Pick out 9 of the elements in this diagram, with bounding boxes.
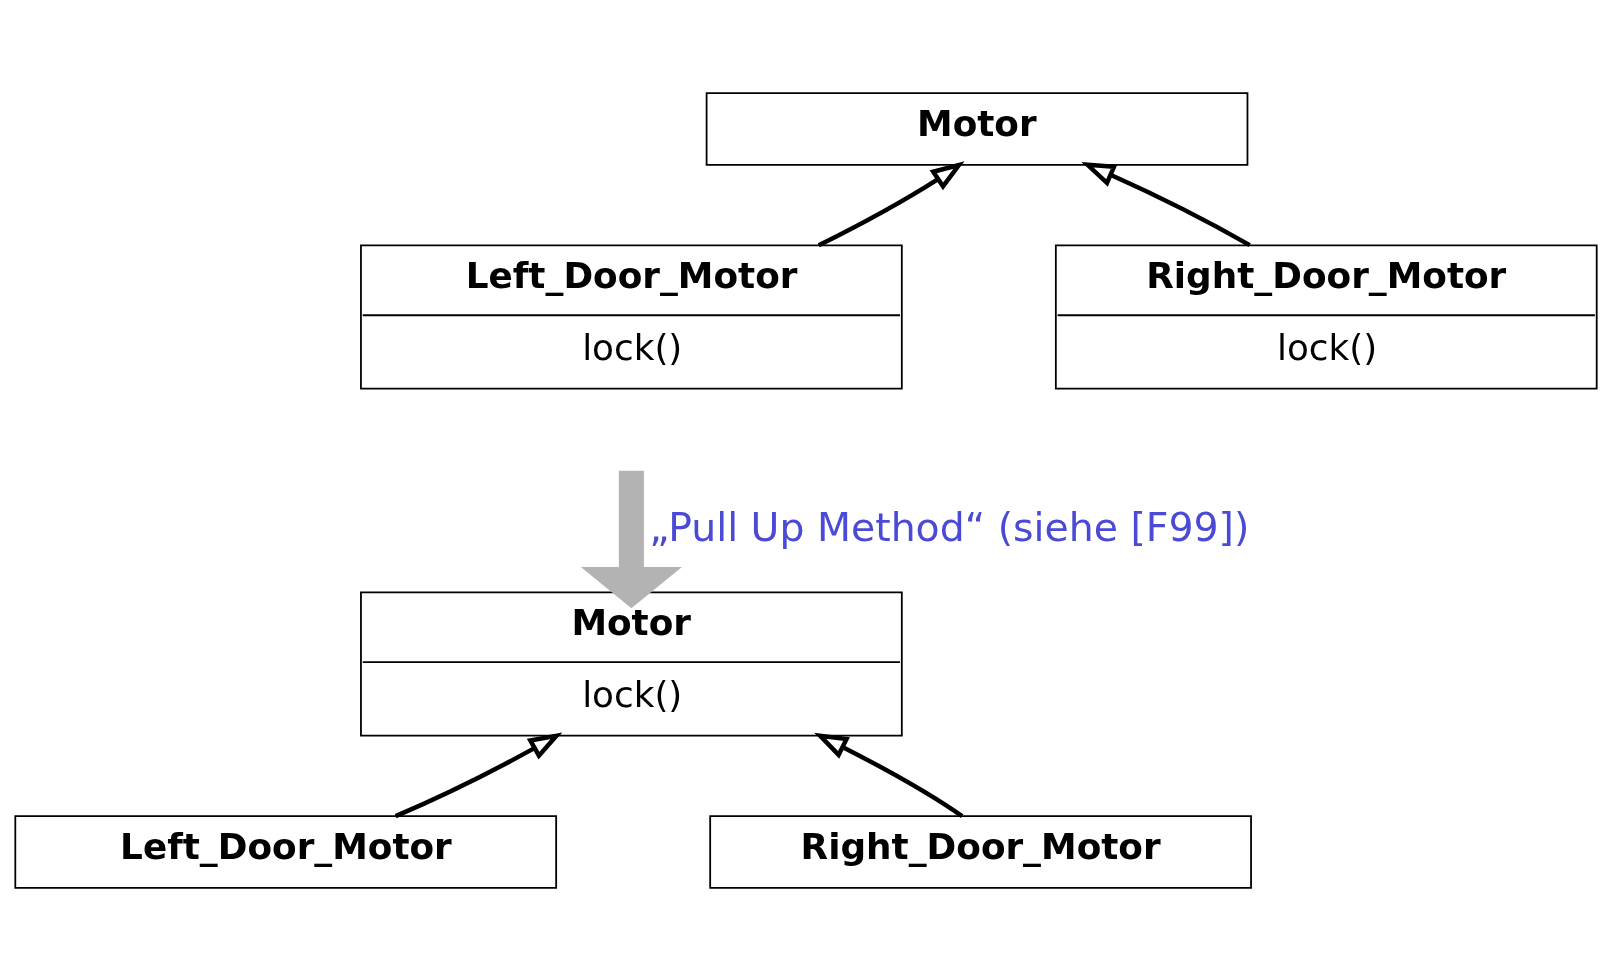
arrow bbox=[814, 732, 964, 818]
node-box: Left_Door_Motor bbox=[14, 814, 558, 889]
node-box: Right_Door_Motor bbox=[709, 814, 1252, 889]
arrow bbox=[1081, 161, 1251, 247]
arrow bbox=[580, 470, 682, 608]
arrow bbox=[817, 160, 965, 247]
node-box: Motor bbox=[705, 91, 1249, 166]
edge-label: „Pull Up Method“ (siehe [F99]) bbox=[649, 503, 1250, 550]
arrow bbox=[394, 731, 563, 818]
